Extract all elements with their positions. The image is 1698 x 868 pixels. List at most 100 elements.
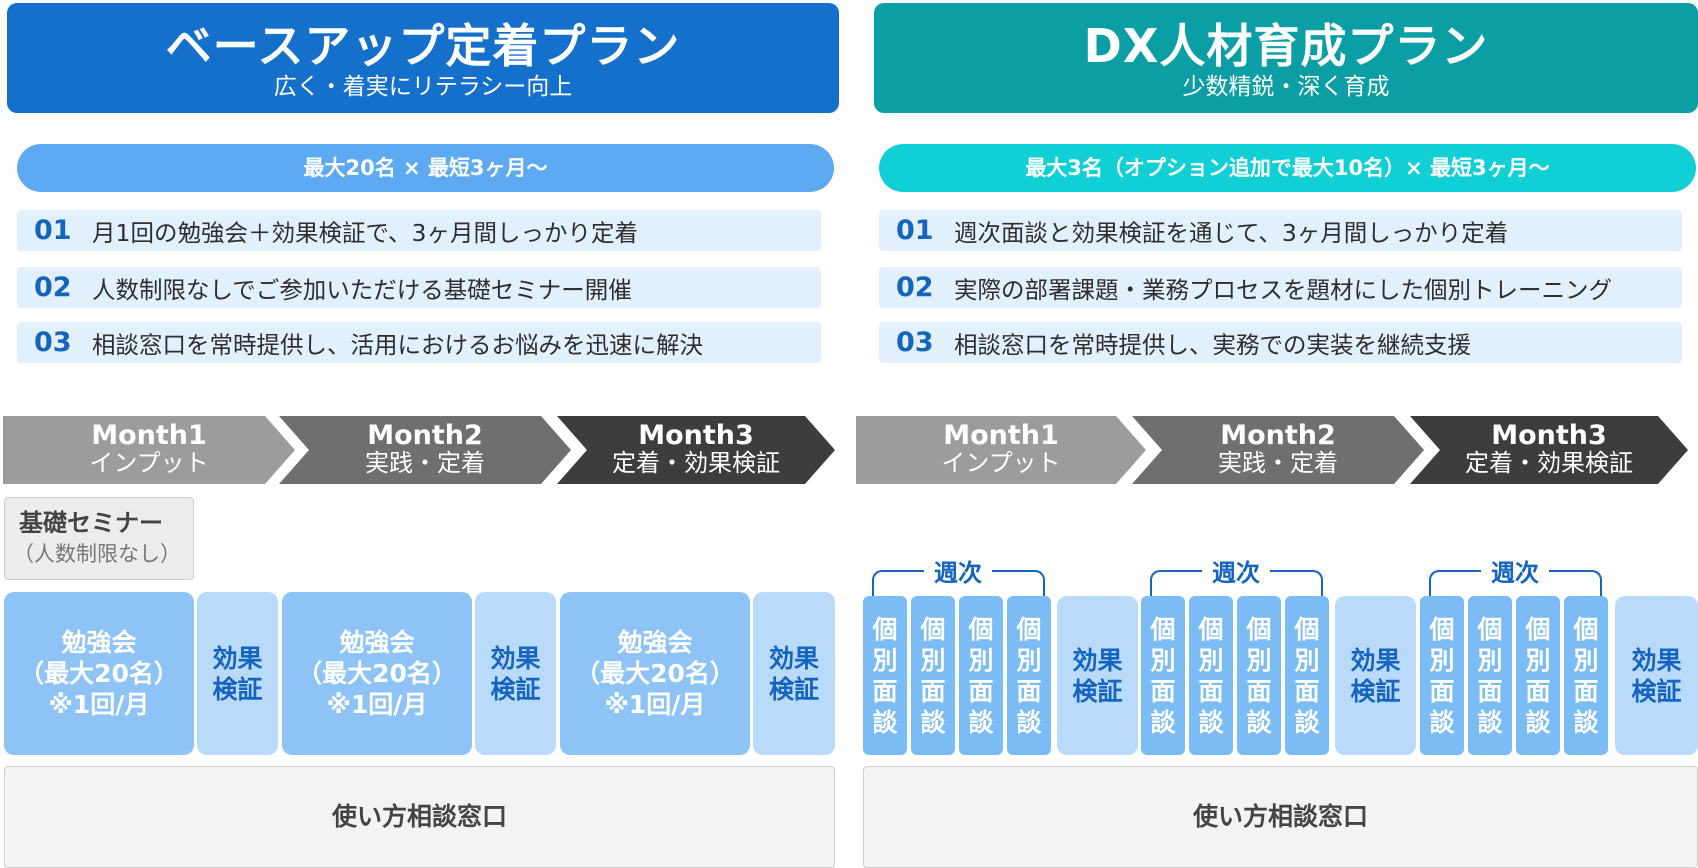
- interview-char: 個: [1525, 614, 1551, 644]
- plan-b-month-2: Month2 実践・定着: [1132, 416, 1424, 484]
- point-number: 02: [34, 272, 72, 303]
- effect-verification-block: 効果 検証: [475, 592, 556, 755]
- plan-b-title: DX人材育成プラン: [1083, 19, 1489, 73]
- interview-char: 面: [1016, 676, 1042, 706]
- interview-char: 個: [968, 614, 994, 644]
- seminar-note: （人数制限なし）: [13, 542, 181, 566]
- interview-char: 別: [920, 645, 946, 675]
- interview-char: 談: [1525, 707, 1551, 737]
- point-number: 03: [896, 327, 934, 358]
- point-text: 実際の部署課題・業務プロセスを題材にした個別トレーニング: [954, 275, 1612, 304]
- plan-b-summary: 最大3名（オプション追加で最大10名）× 最短3ヶ月～: [879, 144, 1696, 192]
- study-frequency: ※1回/月: [48, 690, 150, 719]
- plan-a-summary: 最大20名 × 最短3ヶ月～: [17, 144, 834, 192]
- plan-a-point-1: 01 月1回の勉強会＋効果検証で、3ヶ月間しっかり定着: [17, 210, 821, 251]
- plan-a-month-2: Month2 実践・定着: [279, 416, 571, 484]
- plan-b-month-3: Month3 定着・効果検証: [1410, 416, 1688, 484]
- plan-a-point-3: 03 相談窓口を常時提供し、活用におけるお悩みを迅速に解決: [17, 322, 821, 363]
- weekly-label: 週次: [924, 561, 992, 585]
- month-label: Month2: [1220, 420, 1336, 451]
- individual-interview-block: 個別面談: [1189, 596, 1233, 755]
- point-text: 月1回の勉強会＋効果検証で、3ヶ月間しっかり定着: [92, 218, 638, 247]
- point-text: 人数制限なしでご参加いただける基礎セミナー開催: [92, 275, 632, 304]
- effect-verification-block: 効果検証: [1335, 596, 1416, 755]
- point-number: 01: [896, 215, 934, 246]
- interview-char: 面: [1246, 676, 1272, 706]
- month-label: Month3: [1491, 420, 1607, 451]
- interview-char: 面: [1198, 676, 1224, 706]
- interview-char: 別: [1429, 645, 1455, 675]
- interview-char: 面: [920, 676, 946, 706]
- interview-char: 別: [1198, 645, 1224, 675]
- interview-char: 談: [1477, 707, 1503, 737]
- verify-line: 検証: [212, 674, 263, 704]
- interview-char: 個: [1477, 614, 1503, 644]
- interview-char: 個: [1246, 614, 1272, 644]
- point-number: 01: [34, 215, 72, 246]
- point-number: 02: [896, 272, 934, 303]
- plan-a-point-2: 02 人数制限なしでご参加いただける基礎セミナー開催: [17, 267, 821, 308]
- month-label: Month2: [367, 420, 483, 451]
- point-text: 週次面談と効果検証を通じて、3ヶ月間しっかり定着: [954, 218, 1509, 247]
- study-title: 勉強会: [339, 628, 415, 657]
- effect-verification-block: 効果検証: [1615, 596, 1698, 755]
- interview-char: 個: [920, 614, 946, 644]
- interview-char: 談: [1150, 707, 1176, 737]
- interview-char: 面: [1150, 676, 1176, 706]
- plan-b-header: DX人材育成プラン 少数精鋭・深く育成: [874, 3, 1698, 113]
- interview-char: 別: [1573, 645, 1599, 675]
- interview-char: 談: [1294, 707, 1320, 737]
- individual-interview-block: 個別面談: [863, 596, 907, 755]
- plan-b-point-3: 03 相談窓口を常時提供し、実務での実装を継続支援: [879, 322, 1682, 363]
- interview-char: 個: [1150, 614, 1176, 644]
- study-frequency: ※1回/月: [604, 690, 706, 719]
- effect-verification-block: 効果 検証: [197, 592, 278, 755]
- interview-char: 面: [1573, 676, 1599, 706]
- plan-b-point-1: 01 週次面談と効果検証を通じて、3ヶ月間しっかり定着: [879, 210, 1682, 251]
- seminar-title: 基礎セミナー: [19, 509, 163, 537]
- effect-verification-block: 効果検証: [1057, 596, 1138, 755]
- interview-char: 別: [1016, 645, 1042, 675]
- interview-char: 談: [968, 707, 994, 737]
- verify-line: 効果: [1350, 645, 1401, 675]
- verify-line: 効果: [768, 643, 819, 673]
- month-phase: 定着・効果検証: [1465, 449, 1633, 477]
- plan-a-consultation-desk: 使い方相談窓口: [4, 766, 835, 868]
- interview-char: 面: [968, 676, 994, 706]
- basic-seminar-box: 基礎セミナー （人数制限なし）: [4, 497, 194, 580]
- interview-char: 談: [1198, 707, 1224, 737]
- month-label: Month1: [91, 420, 207, 451]
- study-capacity: （最大20名）: [297, 659, 457, 688]
- verify-line: 効果: [490, 643, 541, 673]
- plan-b-point-2: 02 実際の部署課題・業務プロセスを題材にした個別トレーニング: [879, 267, 1682, 308]
- individual-interview-block: 個別面談: [1468, 596, 1512, 755]
- weekly-label: 週次: [1481, 561, 1549, 585]
- interview-char: 個: [1198, 614, 1224, 644]
- plan-a-month-1: Month1 インプット: [3, 416, 295, 484]
- plan-b-consultation-desk: 使い方相談窓口: [863, 766, 1698, 868]
- interview-char: 談: [872, 707, 898, 737]
- verify-line: 検証: [1072, 676, 1123, 706]
- month-label: Month1: [943, 420, 1059, 451]
- individual-interview-block: 個別面談: [1516, 596, 1560, 755]
- individual-interview-block: 個別面談: [1564, 596, 1608, 755]
- individual-interview-block: 個別面談: [1007, 596, 1051, 755]
- interview-char: 個: [872, 614, 898, 644]
- study-session-block: 勉強会 （最大20名） ※1回/月: [560, 592, 750, 755]
- study-title: 勉強会: [61, 628, 137, 657]
- month-phase: 実践・定着: [365, 449, 485, 477]
- interview-char: 面: [1294, 676, 1320, 706]
- effect-verification-block: 効果 検証: [753, 592, 835, 755]
- verify-line: 効果: [1072, 645, 1123, 675]
- interview-char: 面: [1525, 676, 1551, 706]
- interview-char: 別: [1150, 645, 1176, 675]
- study-frequency: ※1回/月: [326, 690, 428, 719]
- interview-char: 別: [872, 645, 898, 675]
- interview-char: 別: [1477, 645, 1503, 675]
- verify-line: 検証: [1350, 676, 1401, 706]
- interview-char: 別: [968, 645, 994, 675]
- individual-interview-block: 個別面談: [1237, 596, 1281, 755]
- study-title: 勉強会: [617, 628, 693, 657]
- point-text: 相談窓口を常時提供し、実務での実装を継続支援: [954, 330, 1471, 359]
- month-phase: インプット: [941, 449, 1061, 477]
